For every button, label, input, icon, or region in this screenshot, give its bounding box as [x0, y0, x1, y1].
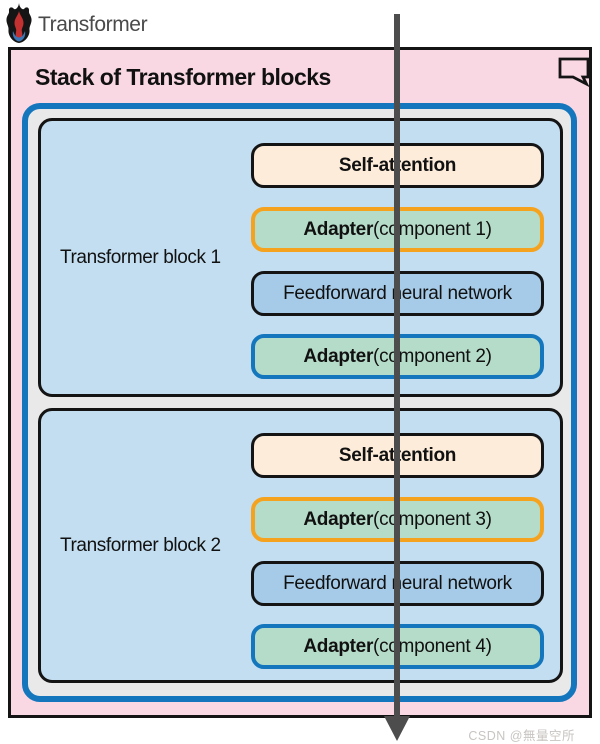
- component-label-bold: Adapter: [303, 635, 374, 657]
- flame-icon: [4, 2, 34, 49]
- flow-line: [394, 14, 400, 717]
- transformer-block-2: Transformer block 2 Self-attention Adapt…: [38, 408, 563, 683]
- component-label-bold: Adapter: [303, 508, 374, 530]
- component-label-rest: (component 4): [373, 635, 492, 657]
- watermark-text: CSDN @無量空所: [468, 729, 575, 743]
- component-label-rest: (component 3): [373, 508, 492, 530]
- transformer-block-1: Transformer block 1 Self-attention Adapt…: [38, 118, 563, 397]
- component-label-bold: Adapter: [303, 218, 374, 240]
- logo-brand-label: Transformer: [38, 13, 148, 36]
- transformer-block-2-label: Transformer block 2: [60, 534, 221, 556]
- transformer-block-1-label: Transformer block 1: [60, 246, 221, 268]
- component-label-rest: (component 2): [373, 345, 492, 367]
- component-label-rest: (component 1): [373, 218, 492, 240]
- stack-panel-title: Stack of Transformer blocks: [35, 64, 331, 90]
- down-arrow-icon: [384, 716, 410, 741]
- speech-bubble-icon: [557, 56, 591, 95]
- component-label-bold: Adapter: [303, 345, 374, 367]
